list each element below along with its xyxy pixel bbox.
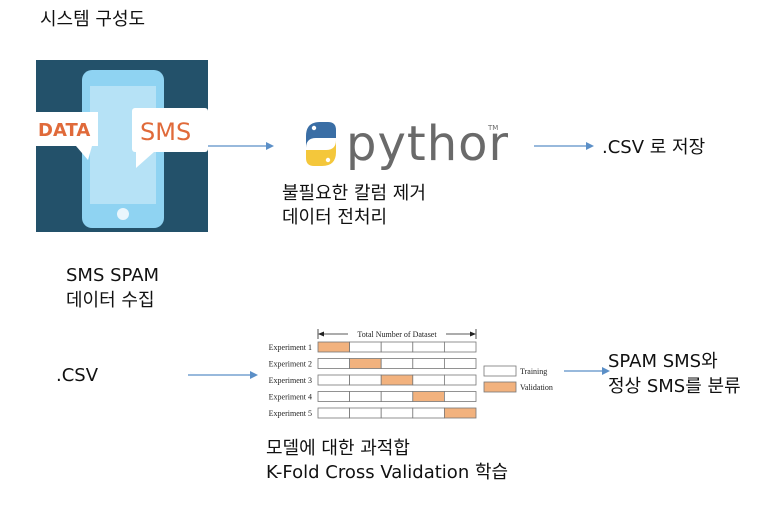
legend-training-label: Training <box>520 367 547 376</box>
python-line1: 불필요한 칼럼 제거 <box>282 183 426 204</box>
experiment-label: Experiment 5 <box>269 409 312 418</box>
training-fold-cell <box>317 358 351 369</box>
legend-validation-swatch <box>483 381 517 393</box>
result-line1: SPAM SMS와 <box>608 351 718 372</box>
validation-fold-cell <box>349 358 382 369</box>
training-fold-cell <box>317 391 351 402</box>
result-line2: 정상 SMS를 분류 <box>608 376 741 397</box>
training-fold-cell <box>380 341 414 353</box>
arrow-python-to-save <box>534 142 594 150</box>
kfold-caption-line2: K-Fold Cross Validation 학습 <box>266 462 509 483</box>
kfold-header: Total Number of Dataset <box>317 329 477 339</box>
training-fold-cell <box>412 341 445 353</box>
arrow-kfold-to-result <box>564 367 610 375</box>
validation-fold-cell <box>317 341 351 353</box>
training-fold-cell <box>443 358 477 369</box>
python-wordmark: python <box>346 116 508 172</box>
sms-phone-icon: DATA SMS <box>36 60 208 232</box>
training-fold-cell <box>412 374 445 386</box>
python-logo: python TM <box>306 116 508 172</box>
experiment-label: Experiment 3 <box>269 376 312 385</box>
kfold-diagram: Total Number of Dataset Experiment 1Expe… <box>269 329 553 419</box>
kfold-caption-line1: 모델에 대한 과적합 <box>266 438 410 459</box>
legend-training-swatch <box>483 365 517 377</box>
experiment-label: Experiment 4 <box>269 393 312 402</box>
legend-validation-label: Validation <box>520 383 553 392</box>
training-fold-cell <box>380 358 414 369</box>
input-csv-label: .CSV <box>56 365 99 386</box>
data-bubble-label: DATA <box>38 120 90 141</box>
training-fold-cell <box>349 391 382 402</box>
training-fold-cell <box>349 374 382 386</box>
training-fold-cell <box>317 407 351 419</box>
kfold-legend: Training Validation <box>483 365 553 393</box>
training-fold-cell <box>443 374 477 386</box>
kfold-header-label: Total Number of Dataset <box>357 330 437 339</box>
validation-fold-cell <box>380 374 414 386</box>
training-fold-cell <box>317 374 351 386</box>
python-snake-icon <box>306 122 336 166</box>
training-fold-cell <box>380 407 414 419</box>
step1-line2: 데이터 수집 <box>66 290 155 311</box>
arrow-csv-to-kfold <box>188 371 258 379</box>
step1-line1: SMS SPAM <box>66 265 160 286</box>
training-fold-cell <box>380 391 414 402</box>
training-fold-cell <box>412 358 445 369</box>
training-fold-cell <box>349 407 382 419</box>
save-csv-label: .CSV 로 저장 <box>602 137 706 158</box>
training-fold-cell <box>412 407 445 419</box>
sms-bubble-label: SMS <box>140 118 191 146</box>
experiment-label: Experiment 2 <box>269 360 312 369</box>
python-trademark: TM <box>487 124 498 132</box>
validation-fold-cell <box>443 407 477 419</box>
training-fold-cell <box>349 341 382 353</box>
training-fold-cell <box>443 341 477 353</box>
diagram-title: 시스템 구성도 <box>40 9 146 30</box>
kfold-rows: Experiment 1 Experiment 2 Experiment 3 Expe… <box>269 341 477 419</box>
arrow-collect-to-python <box>208 142 274 150</box>
python-line2: 데이터 전처리 <box>282 207 388 228</box>
validation-fold-cell <box>412 391 445 402</box>
training-fold-cell <box>443 391 477 402</box>
experiment-label: Experiment 1 <box>269 343 312 352</box>
